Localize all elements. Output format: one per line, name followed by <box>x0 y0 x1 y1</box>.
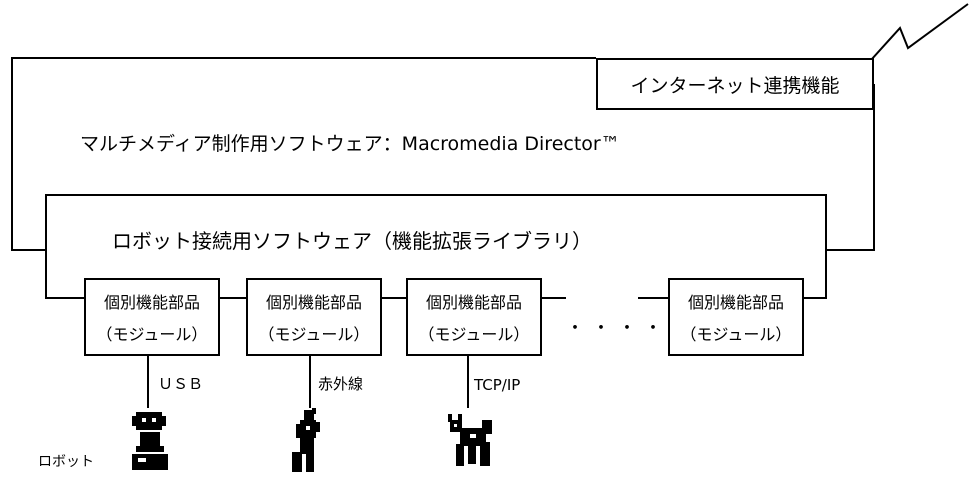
infrared-label: 赤外線 <box>318 375 364 393</box>
module-title: 個別機能部品 <box>687 293 784 312</box>
module-subtitle: （モジュール） <box>258 325 370 344</box>
multimedia-software-label: マルチメディア制作用ソフトウェア：Macromedia Director™ <box>80 133 620 155</box>
extension-library-label: ロボット接続用ソフトウェア（機能拡張ライブラリ） <box>112 229 592 253</box>
multimedia-software-frame-right <box>826 84 875 251</box>
tcpip-label: TCP/IP <box>474 376 521 394</box>
robot-figure-icon <box>292 408 320 472</box>
network-lightning-icon <box>861 3 969 71</box>
robot-figure-icon <box>132 412 168 470</box>
internet-integration-label: インターネット連携機能 <box>630 74 840 97</box>
usb-label: ＵＳＢ <box>158 375 204 393</box>
multimedia-software-frame <box>11 57 596 251</box>
module-subtitle: （モジュール） <box>680 325 792 344</box>
module-subtitle: （モジュール） <box>418 325 530 344</box>
module-box-3: 個別機能部品 （モジュール） <box>406 278 542 356</box>
module-box-1: 個別機能部品 （モジュール） <box>84 278 220 356</box>
extension-library-frame <box>45 194 827 299</box>
module-subtitle: （モジュール） <box>96 325 208 344</box>
robot-figure-icon <box>448 414 492 466</box>
internet-integration-box: インターネット連携機能 <box>596 58 874 110</box>
robot-label: ロボット <box>38 454 94 470</box>
module-box-2: 個別機能部品 （モジュール） <box>246 278 382 356</box>
module-box-4: 個別機能部品 （モジュール） <box>668 278 804 356</box>
module-title: 個別機能部品 <box>103 293 200 312</box>
more-modules-ellipsis: ・・・・ <box>566 318 670 339</box>
module-title: 個別機能部品 <box>265 293 362 312</box>
module-title: 個別機能部品 <box>425 293 522 312</box>
